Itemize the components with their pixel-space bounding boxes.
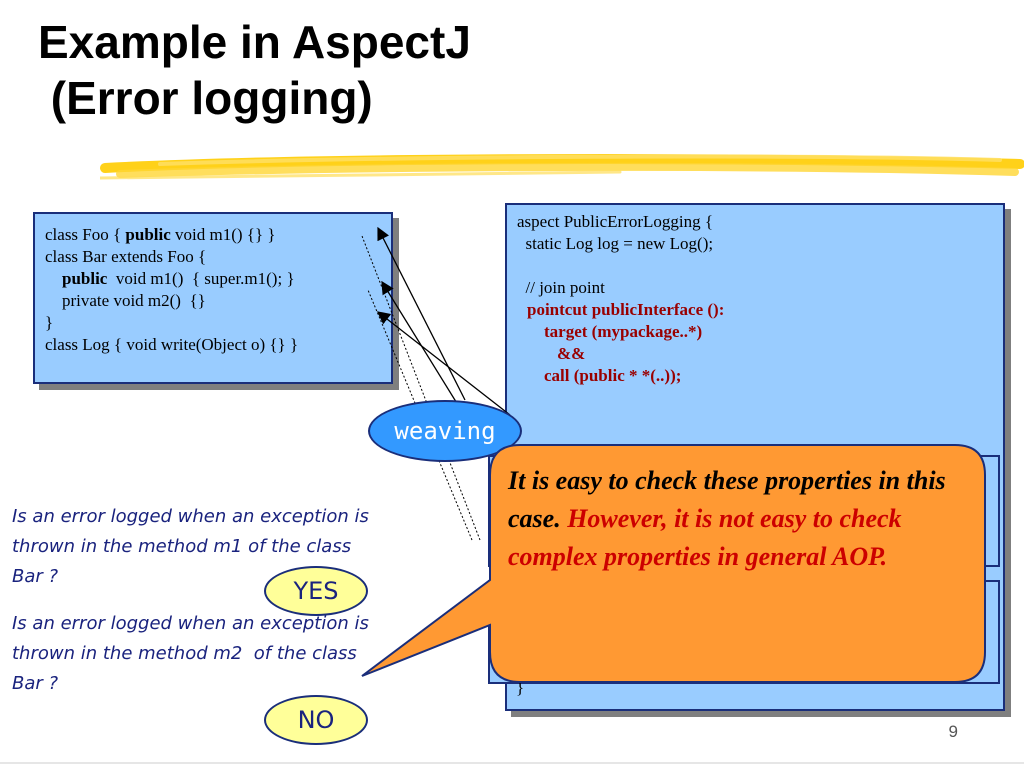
code-line-close: } [45,313,54,332]
aspect-line-pointcut: pointcut publicInterface (): [527,300,725,319]
code-line-bar-m2: private void m2() {} [45,291,206,310]
code-text: class Foo { [45,225,126,244]
no-answer-badge: NO [264,695,368,745]
code-text: void m1() { super.m1(); } [107,269,295,288]
page-number: 9 [948,722,958,741]
title-highlight-stroke [100,154,1024,180]
code-text: void m1() {} } [170,225,276,244]
callout-plain-text: It is easy to check these properties in … [508,466,946,533]
arrow-to-bar-m2 [376,311,511,416]
code-line-bar-m1: public void m1() { super.m1(); } [45,268,391,290]
code-line-log: class Log { void write(Object o) {} } [45,335,299,354]
aspect-line-target: target (mypackage..*) [544,322,703,341]
slide-title: Example in AspectJ (Error logging) [38,14,471,126]
aspect-line-log-field: static Log log = new Log(); [517,234,714,253]
aspect-line-declaration: aspect PublicErrorLogging { [517,212,714,231]
arrow-to-bar-m1 [381,280,459,406]
code-keyword: public [125,225,171,244]
yes-answer-badge: YES [264,566,368,616]
question-m2: Is an error logged when an exception is … [12,613,369,694]
aspect-closing-brace: } [516,678,525,697]
class-definitions-code-box: class Foo { public void m1() {} } class … [33,212,393,384]
footer-divider [0,762,1024,764]
question-m1: Is an error logged when an exception is … [12,506,369,587]
arrow-to-foo-m1 [377,226,466,401]
aspect-line-comment: // join point [517,278,605,297]
aspect-line-and: && [557,344,586,363]
weaving-label: weaving [368,400,522,462]
code-keyword: public [62,269,108,288]
code-line-foo: class Foo { public void m1() {} } [45,224,391,246]
aspect-line-call: call (public * *(..)); [544,366,682,385]
title-line-1: Example in AspectJ [38,16,471,68]
callout-emphasis-text: However, it is not easy to check complex… [508,504,902,571]
dotted-trace-2 [367,289,473,541]
title-line-2: (Error logging) [38,72,373,124]
callout-text: It is easy to check these properties in … [508,462,973,576]
code-line-bar: class Bar extends Foo { [45,247,207,266]
